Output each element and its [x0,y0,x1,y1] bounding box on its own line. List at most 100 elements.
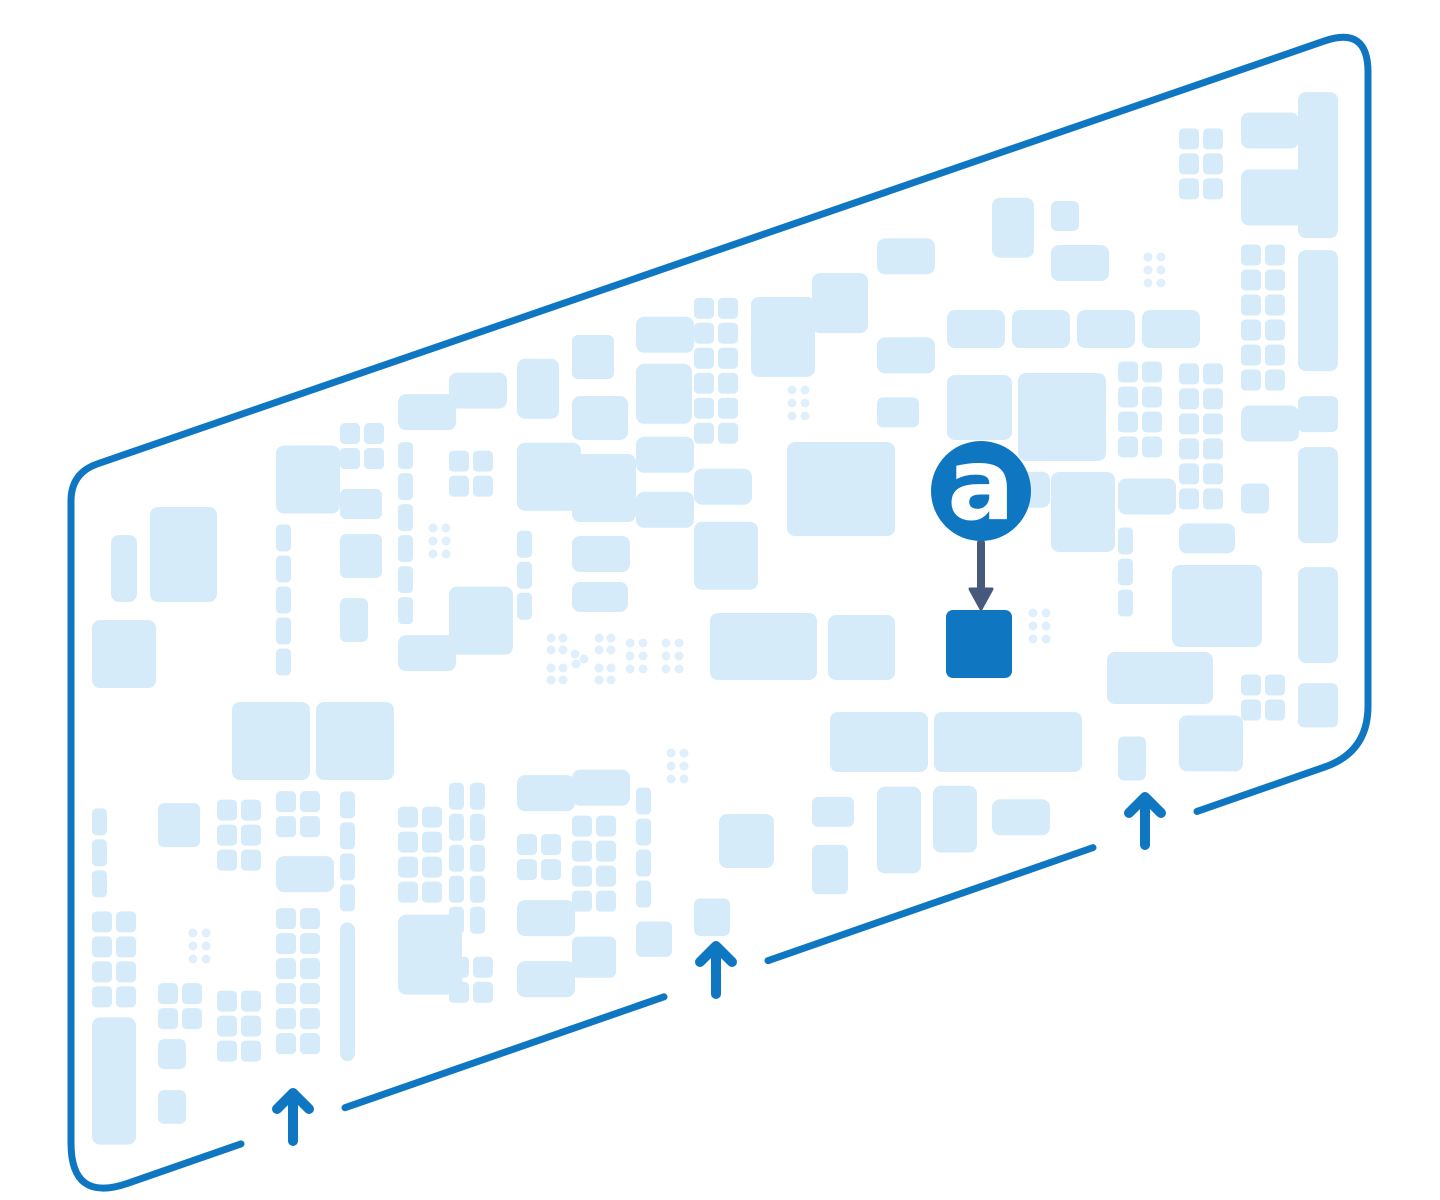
booth[interactable] [340,598,368,643]
booth[interactable] [398,856,418,878]
booth[interactable] [572,395,628,440]
booth[interactable] [398,806,418,828]
booth[interactable] [470,782,485,810]
booth[interactable] [572,581,628,612]
booth[interactable] [517,900,575,937]
booth-large[interactable] [316,702,394,780]
marker-circle[interactable] [931,441,1031,541]
booth[interactable] [449,906,464,934]
booth[interactable] [1203,363,1223,385]
booth[interactable] [1051,200,1079,231]
booth-large[interactable] [1077,310,1135,348]
booth[interactable] [718,322,738,344]
booth[interactable] [694,322,714,344]
booth[interactable] [517,358,559,419]
booth[interactable] [541,859,561,881]
booth[interactable] [1265,244,1285,266]
booth[interactable] [596,815,616,837]
booth[interactable] [992,197,1034,258]
booth[interactable] [517,442,581,511]
booth[interactable] [992,799,1050,836]
booth[interactable] [877,397,919,428]
booth[interactable] [449,813,464,841]
booth[interactable] [694,372,714,394]
booth[interactable] [1179,153,1199,175]
booth[interactable] [217,990,237,1012]
booth[interactable] [572,815,592,837]
booth[interactable] [1179,523,1235,554]
booth[interactable] [92,961,112,983]
booth[interactable] [517,834,537,856]
booth[interactable] [636,491,694,528]
booth[interactable] [241,799,261,821]
booth[interactable] [1203,488,1223,510]
booth[interactable] [340,922,355,1062]
booth[interactable] [473,475,493,497]
booth[interactable] [636,436,694,473]
booth[interactable] [718,347,738,369]
booth[interactable] [541,834,561,856]
booth[interactable] [422,831,442,853]
booth[interactable] [694,468,752,505]
booth[interactable] [812,844,848,895]
booth[interactable] [694,422,714,444]
booth[interactable] [1241,674,1261,696]
booth[interactable] [422,881,442,903]
booth[interactable] [1265,269,1285,291]
booth[interactable] [276,1033,296,1055]
booth[interactable] [1203,413,1223,435]
booth[interactable] [1241,269,1261,291]
booth[interactable] [1241,294,1261,316]
booth[interactable] [1241,112,1299,149]
booth[interactable] [158,983,178,1005]
booth-large[interactable] [830,712,928,772]
booth-large[interactable] [150,507,217,602]
booth[interactable] [877,786,921,874]
booth[interactable] [241,1040,261,1062]
booth[interactable] [1118,527,1133,555]
booth[interactable] [1241,169,1305,226]
booth[interactable] [1142,361,1162,383]
booth[interactable] [92,936,112,958]
booth[interactable] [340,448,360,470]
booth[interactable] [276,555,291,583]
booth[interactable] [877,337,935,374]
booth[interactable] [812,796,854,827]
booth[interactable] [517,592,532,620]
booth[interactable] [1118,589,1133,617]
booth[interactable] [449,782,464,810]
booth[interactable] [1298,250,1338,372]
booth[interactable] [1241,483,1269,514]
booth[interactable] [217,849,237,871]
booth[interactable] [398,831,418,853]
booth[interactable] [1203,463,1223,485]
booth[interactable] [276,908,296,930]
booth[interactable] [276,648,291,676]
booth-large[interactable] [232,702,310,780]
booth[interactable] [276,791,296,813]
booth[interactable] [1241,369,1261,391]
booth[interactable] [1265,294,1285,316]
booth[interactable] [470,906,485,934]
booth[interactable] [1241,344,1261,366]
booth[interactable] [636,363,692,424]
booth[interactable] [300,791,320,813]
booth[interactable] [933,785,977,853]
booth[interactable] [449,875,464,903]
booth[interactable] [241,990,261,1012]
booth[interactable] [300,908,320,930]
booth[interactable] [473,450,493,472]
booth[interactable] [1179,178,1199,200]
booth[interactable] [398,881,418,903]
booth[interactable] [1142,436,1162,458]
booth[interactable] [517,775,575,812]
booth[interactable] [217,1015,237,1037]
booth[interactable] [1118,736,1146,781]
booth[interactable] [812,273,868,334]
booth[interactable] [182,1008,202,1030]
booth[interactable] [449,844,464,872]
booth[interactable] [1118,478,1176,515]
booth[interactable] [92,620,156,689]
highlighted-booth[interactable] [946,610,1012,678]
booth[interactable] [340,822,355,850]
